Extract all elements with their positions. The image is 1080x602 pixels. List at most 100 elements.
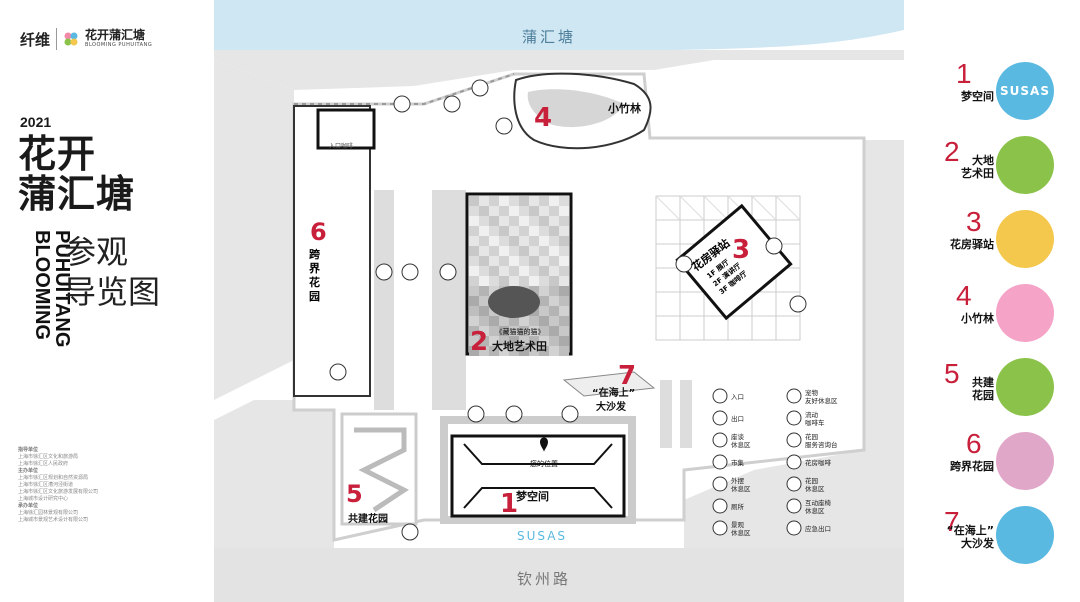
restroom-icon — [712, 498, 728, 514]
map-legend-item: 出口 — [712, 410, 744, 426]
legend-number: 7 — [944, 506, 960, 537]
art-pixel — [499, 206, 509, 216]
map-legend-label: 休息区 — [805, 484, 825, 493]
art-pixel — [529, 266, 539, 276]
map-legend-label: 宠物 — [805, 388, 819, 397]
art-pixel — [479, 286, 489, 296]
art-pixel — [539, 286, 549, 296]
art-pixel — [489, 196, 499, 206]
susas-label: SUSAS — [517, 529, 567, 543]
art-pixel — [529, 316, 539, 326]
art-pixel — [469, 206, 479, 216]
art-pixel — [539, 316, 549, 326]
grid-diagonal — [679, 195, 705, 221]
art-pixel — [539, 276, 549, 286]
map-legend-label: 休息区 — [731, 484, 751, 493]
art-pixel — [539, 296, 549, 306]
art-pixel — [529, 246, 539, 256]
credit-line: 上海市徐汇区人民政府 — [18, 461, 69, 467]
art-pixel — [469, 236, 479, 246]
art-pixel — [509, 346, 519, 356]
art-pixel — [539, 266, 549, 276]
art-pixel — [549, 206, 559, 216]
art-pixel — [499, 196, 509, 206]
art-pixel — [539, 236, 549, 246]
art-pixel — [559, 306, 569, 316]
station-building — [675, 203, 793, 321]
map-legend-item: 厕所 — [712, 498, 745, 514]
art-pixel — [479, 256, 489, 266]
legend-label: 共建花园 — [972, 376, 994, 402]
art-pixel — [479, 326, 489, 336]
art-pixel — [539, 306, 549, 316]
art-pixel — [559, 246, 569, 256]
art-pixel — [529, 196, 539, 206]
num-6: 6 — [310, 218, 327, 246]
logo-name: 花开蒲汇塘 — [85, 28, 146, 42]
dream-space — [450, 434, 626, 518]
title-en-line2: PUHUITANG — [51, 230, 73, 347]
art-pixel — [529, 256, 539, 266]
art-pixel — [479, 276, 489, 286]
art-pixel — [559, 296, 569, 306]
art-pixel — [479, 296, 489, 306]
art-pixel — [509, 216, 519, 226]
grid-diagonal — [775, 195, 801, 221]
art-pixel — [549, 256, 559, 266]
sofa-label-2: 大沙发 — [596, 400, 627, 413]
credit-line: 上海徐汇园林景观有限公司 — [18, 510, 79, 516]
map-legend-label: 入口 — [731, 393, 744, 401]
art-pixel — [509, 336, 519, 346]
bamboo-inner — [527, 89, 624, 128]
sofa — [562, 371, 656, 397]
art-pixel — [469, 266, 479, 276]
art-pixel — [539, 226, 549, 236]
logo-script: 纤维 — [20, 30, 51, 49]
credits: 指导单位上海市徐汇区文化和旅游局上海市徐汇区人民政府主办单位上海市徐汇区规划和自… — [18, 447, 138, 524]
legend-number: 4 — [956, 280, 972, 311]
exit-icon — [712, 410, 728, 426]
art-pixel — [519, 346, 529, 356]
art-pixel — [499, 256, 509, 266]
credit-line: 上海市徐汇区规划和自然资源局 — [18, 475, 89, 481]
art-pixel — [519, 266, 529, 276]
art-pixel — [559, 236, 569, 246]
art-pixel — [499, 326, 509, 336]
title-line1: 花开 — [18, 132, 97, 176]
art-pixel — [499, 236, 509, 246]
zone-5-illustration-icon — [996, 358, 1054, 416]
art-pixel — [559, 216, 569, 226]
subtitle-line1: 参观 — [64, 233, 129, 271]
art-pixel — [519, 276, 529, 286]
coop-pattern — [354, 427, 409, 513]
credit-line: 上海市徐汇区文化旅游发展有限公司 — [18, 489, 99, 495]
art-pixel — [519, 216, 529, 226]
year: 2021 — [20, 114, 52, 130]
art-pixel — [499, 226, 509, 236]
art-pixel — [549, 336, 559, 346]
bamboo-label: 小竹林 — [607, 101, 641, 115]
art-pixel — [559, 276, 569, 286]
art-pixel — [499, 246, 509, 256]
art-pixel — [549, 326, 559, 336]
art-pixel — [529, 336, 539, 346]
art-pixel — [559, 316, 569, 326]
legend-number: 1 — [956, 58, 972, 89]
legend-label: 跨界花园 — [950, 460, 994, 473]
art-pixel — [539, 336, 549, 346]
legend-number: 3 — [966, 206, 982, 237]
map-legend-label: 服务咨询台 — [805, 440, 838, 449]
art-pixel — [499, 216, 509, 226]
map-legend-label: 休息区 — [805, 506, 825, 515]
art-pixel — [509, 326, 519, 336]
map-legend-label: 花房咖啡 — [805, 458, 832, 467]
art-pixel — [469, 226, 479, 236]
market-icon — [712, 454, 728, 470]
art-pixel — [559, 286, 569, 296]
map-legend-item: 花房咖啡 — [786, 454, 832, 470]
